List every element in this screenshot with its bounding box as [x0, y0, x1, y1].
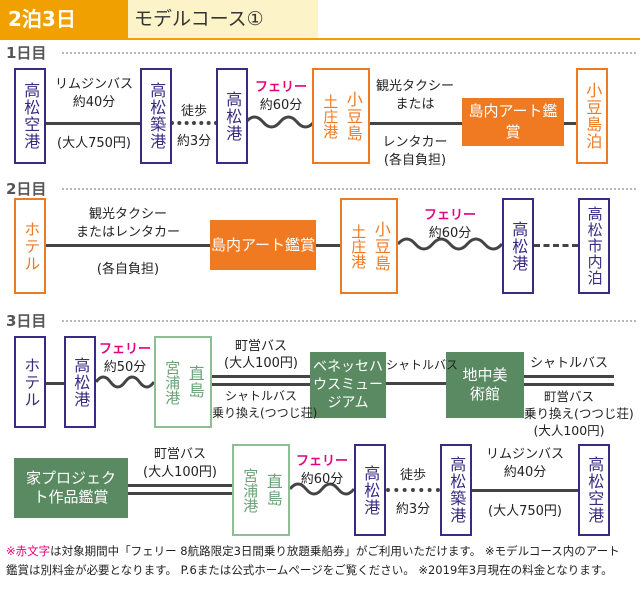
header-title: モデルコース① — [128, 0, 318, 38]
d2-node-island-art: 島内アート鑑賞 — [210, 220, 316, 270]
d1-edge-ferry-time: 約60分 — [259, 98, 303, 113]
d3-edge-ferry1-time: 約50分 — [103, 360, 147, 375]
d1-edge-walk-time: 約3分 — [176, 134, 212, 149]
d2-ferry-wave — [398, 237, 502, 251]
d2-node-hotel: ホテル — [14, 198, 46, 294]
d3-ferry-wave-1 — [96, 375, 154, 389]
d3-edge-r2-limo-fare: (大人750円) — [488, 504, 562, 519]
d2-line-taxi — [44, 244, 340, 247]
d3-node-hotel: ホテル — [14, 336, 46, 428]
d1-edge-ferry-mode: フェリー — [254, 80, 307, 95]
d1-node-takamatsu-port: 高松港 — [216, 68, 248, 164]
header-rule — [0, 38, 640, 40]
d3-node-chichu: 地中美術館 — [446, 352, 524, 418]
d3-edge-out-shuttle: シャトルバス — [529, 356, 608, 371]
d3-line-hotel-port — [44, 382, 64, 385]
d1-edge-bus-label: リムジンバス約40分 — [54, 77, 133, 110]
d3-node-takamatsu-port-2: 高松港 — [354, 444, 386, 536]
d1-line-walk — [170, 121, 218, 125]
day3-rule — [62, 320, 636, 323]
d3-edge-transfer-label: シャトルバス乗り換え(つつじ荘) — [212, 389, 318, 420]
d2-edge-taxi-label: 観光タクシーまたはレンタカー — [75, 207, 180, 240]
day1-label: 1日目 — [6, 44, 47, 62]
d1-node-takamatsu-chikko: 高松築港 — [140, 68, 172, 164]
d3-edge-shuttle-label: シャトルバス — [386, 358, 459, 372]
d3-edge-out-bus: 町営バス乗り換え(つつじ荘)(大人100円) — [524, 389, 634, 438]
d1-node-island-art: 島内アート鑑賞 — [462, 98, 564, 146]
d1-line-bus — [44, 122, 142, 125]
d1-edge-walk-mode: 徒歩 — [180, 104, 207, 119]
day2-rule — [62, 188, 636, 191]
d2-edge-taxi-note: (各自負担) — [96, 262, 160, 277]
d3-node-takamatsu-port: 高松港 — [64, 336, 96, 428]
footnote: ※赤文字は対象期間中「フェリー 8航路限定3日間乗り放題乗船券」がご利用いただけ… — [6, 544, 620, 577]
d3-edge-ferry2-mode: フェリー — [295, 454, 348, 469]
d3-edge-bus-label: 町営バス(大人100円) — [224, 339, 298, 371]
d1-edge-taxi-note: レンタカー(各自負担) — [382, 135, 448, 168]
d2-line-dash — [534, 244, 578, 247]
d3-node-takamatsu-chikko-2: 高松築港 — [440, 444, 472, 536]
day3-label: 3日目 — [6, 312, 47, 330]
footnote-red-text: ※赤文字 — [6, 544, 51, 558]
d2-edge-ferry-mode: フェリー — [423, 208, 476, 223]
d3-line-out-upper — [524, 375, 614, 378]
d3-node-benesse: ベネッセハウスミュージアム — [310, 352, 386, 418]
header-number: 2泊3日 — [0, 0, 128, 38]
d3-line-out-lower — [524, 383, 614, 386]
d1-ferry-wave — [246, 115, 314, 129]
d2-node-takamatsu-stay: 高松市内泊 — [578, 198, 610, 294]
d3-line-shuttle — [386, 382, 446, 385]
d1-node-shodoshima: 土庄港小豆島 — [312, 68, 370, 164]
d2-node-takamatsu-port: 高松港 — [502, 198, 534, 294]
d3-edge-ferry2-time: 約60分 — [300, 472, 344, 487]
d2-edge-ferry-time: 約60分 — [428, 226, 472, 241]
d3-node-takamatsu-airport-2: 高松空港 — [578, 444, 610, 536]
d3-node-naoshima: 宮浦港直島 — [154, 336, 212, 428]
d1-edge-taxi-label: 観光タクシーまたは — [375, 79, 454, 112]
day1-rule — [62, 52, 636, 55]
d3-line-r2-bus-upper — [128, 484, 232, 487]
d3-ferry-wave-2 — [290, 482, 354, 496]
d2-node-shodoshima: 土庄港小豆島 — [340, 198, 398, 294]
day2-label: 2日目 — [6, 180, 47, 198]
d3-edge-r2-bus-label: 町営バス(大人100円) — [143, 447, 217, 480]
d3-node-ie-project: 家プロジェクト作品鑑賞 — [14, 458, 128, 518]
d1-node-takamatsu-airport: 高松空港 — [14, 68, 46, 164]
d3-edge-ferry1-mode: フェリー — [98, 342, 151, 357]
d3-line-r2-walk — [386, 488, 440, 492]
d1-edge-bus-fare: (大人750円) — [57, 136, 131, 151]
d3-line-r2-limo — [472, 489, 578, 492]
d3-line-bus-lower — [212, 383, 310, 386]
d3-node-naoshima-2: 宮浦港直島 — [232, 444, 290, 536]
d3-edge-r2-walk-time: 約3分 — [395, 502, 431, 517]
d3-edge-r2-limo-label: リムジンバス約40分 — [485, 447, 564, 480]
d3-edge-r2-walk-mode: 徒歩 — [399, 468, 426, 483]
d3-line-bus-upper — [212, 375, 310, 378]
d1-node-shodoshima-stay: 小豆島泊 — [576, 68, 608, 164]
d3-line-r2-bus-lower — [128, 492, 232, 495]
